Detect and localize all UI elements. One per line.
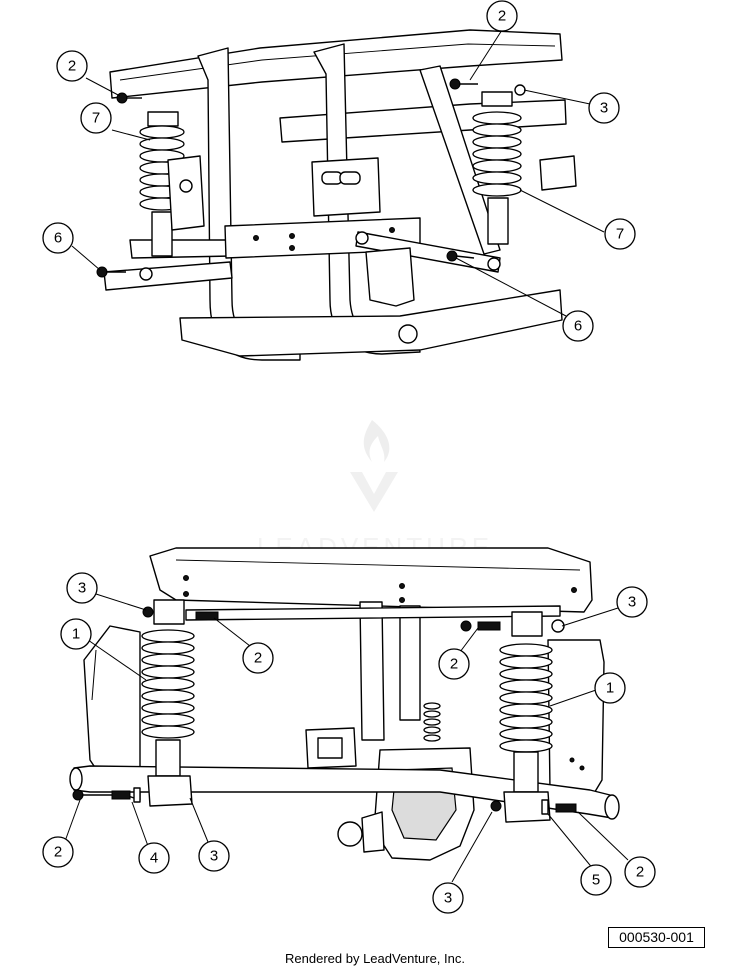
- callout-2-bottom-lower-left: 2: [42, 836, 74, 868]
- svg-text:4: 4: [150, 850, 158, 867]
- svg-text:3: 3: [444, 890, 452, 907]
- footer-credit: Rendered by LeadVenture, Inc.: [285, 951, 465, 966]
- svg-text:1: 1: [606, 680, 614, 697]
- svg-text:6: 6: [574, 318, 582, 335]
- callout-2-bottom-upper-right: 2: [438, 648, 470, 680]
- svg-text:3: 3: [210, 848, 218, 865]
- bottom-assembly-view: 3 3 2 2 1 1 2 4 3 3 5 2: [42, 547, 656, 914]
- callout-2-bottom-lower-right: 2: [624, 856, 656, 888]
- callout-3-bottom-upper-left: 3: [66, 572, 98, 604]
- top-bolt-lower-right: [446, 250, 475, 262]
- callout-1-bottom-right: 1: [594, 672, 626, 704]
- svg-text:2: 2: [636, 864, 644, 881]
- svg-text:3: 3: [600, 100, 608, 117]
- bottom-bolt-upper-right: [460, 619, 565, 633]
- bottom-bolt-lower-left: [72, 787, 141, 803]
- svg-text:5: 5: [592, 872, 600, 889]
- callout-4-bottom: 4: [138, 842, 170, 874]
- callout-3-bottom-lower-left: 3: [198, 840, 230, 872]
- svg-text:2: 2: [54, 844, 62, 861]
- svg-text:3: 3: [628, 594, 636, 611]
- svg-text:1: 1: [72, 626, 80, 643]
- diagram-id-label: 000530-001: [608, 927, 705, 948]
- top-nut-upper-right: [514, 84, 526, 96]
- top-bolt-upper-right: [449, 78, 478, 90]
- callout-7-top-right: 7: [604, 218, 636, 250]
- callout-6-top-left: 6: [42, 222, 74, 254]
- svg-text:2: 2: [68, 58, 76, 75]
- callout-2-top-right: 2: [486, 0, 518, 32]
- callout-6-top-right: 6: [562, 310, 594, 342]
- svg-text:2: 2: [254, 650, 262, 667]
- top-assembly-view: 2 2 3 7 7 6 6: [42, 0, 636, 361]
- callout-5-bottom: 5: [580, 864, 612, 896]
- callout-2-bottom-upper-left: 2: [242, 642, 274, 674]
- svg-text:3: 3: [78, 580, 86, 597]
- callout-1-bottom-left: 1: [60, 618, 92, 650]
- bottom-bolt-lower-right: [490, 799, 577, 815]
- callout-3-bottom-upper-right: 3: [616, 586, 648, 618]
- callout-7-top-left: 7: [80, 102, 112, 134]
- callout-3-top: 3: [588, 92, 620, 124]
- watermark-logo: LEADVENTURE: [257, 420, 489, 562]
- svg-text:6: 6: [54, 230, 62, 247]
- callout-3-bottom-lower-center: 3: [432, 882, 464, 914]
- callout-2-top-left: 2: [56, 50, 88, 82]
- svg-text:7: 7: [92, 110, 100, 127]
- top-bolt-upper-left: [116, 92, 142, 104]
- svg-text:2: 2: [450, 656, 458, 673]
- svg-text:2: 2: [498, 8, 506, 25]
- svg-text:7: 7: [616, 226, 624, 243]
